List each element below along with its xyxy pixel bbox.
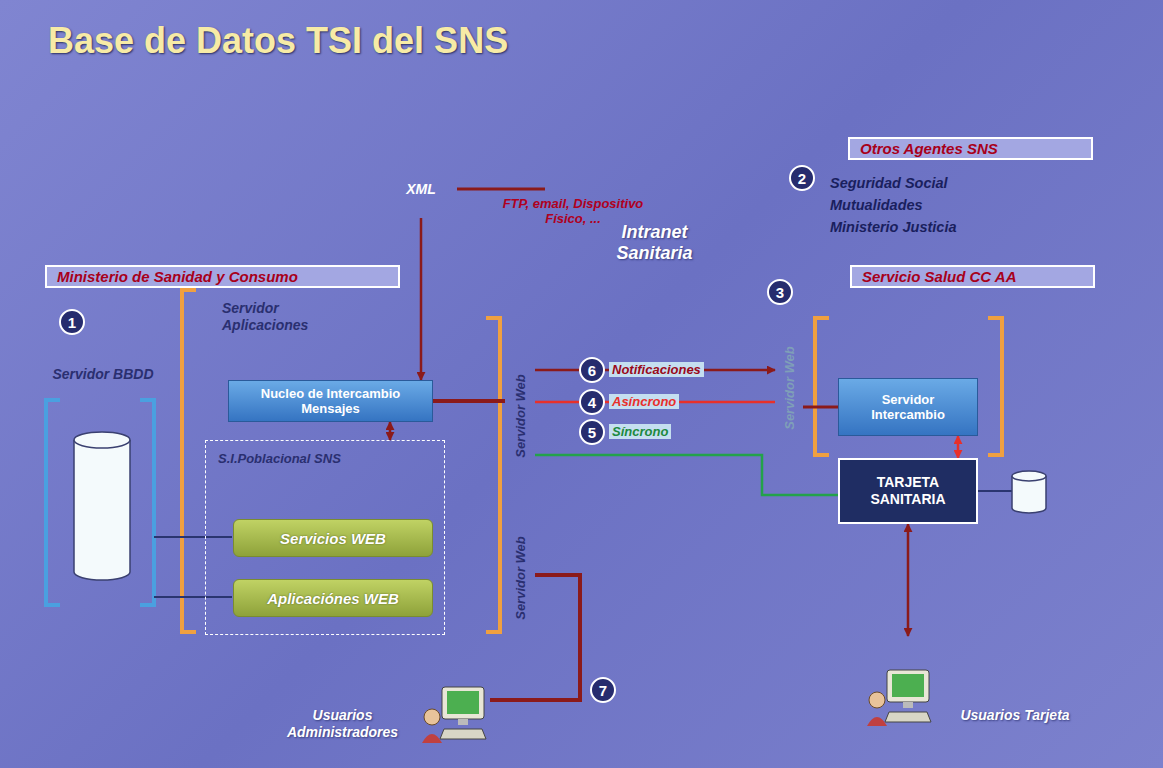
node-label: XML — [406, 181, 436, 197]
card-users: Usuarios Tarjeta — [865, 636, 1095, 728]
connector — [420, 218, 423, 380]
callout-number: 4 — [579, 389, 605, 415]
node-label: Servidor Web — [513, 374, 528, 458]
panel-heading: Ministerio de Sanidad y Consumo — [45, 265, 400, 288]
web-server-bracket: Servidor Web — [505, 318, 535, 513]
node-label: Nucleo de Intercambio Mensajes — [237, 386, 424, 416]
app-server-bracket — [182, 290, 1002, 632]
connector — [389, 422, 392, 440]
server-label: Servidor Aplicaciones — [222, 300, 362, 334]
web-server-bracket: Servidor Web — [775, 318, 803, 458]
node-label: Servidor Intercambio — [847, 392, 969, 422]
node-label: Usuarios Tarjeta — [935, 707, 1095, 728]
card-system-box: TARJETA SANITARIA — [838, 458, 978, 524]
edge-label: Asíncrono — [609, 394, 679, 409]
agent-name: Ministerio Justicia — [830, 216, 1090, 238]
edge-label: Síncrono — [609, 424, 671, 439]
node-label: Usuarios Administradores — [265, 707, 420, 745]
callout-number: 1 — [59, 309, 85, 335]
callout-number: 2 — [789, 165, 815, 191]
panel-heading: Otros Agentes SNS — [848, 137, 1093, 160]
node-label: Servidor Web — [513, 536, 528, 620]
page-title: Base de Datos TSI del SNS — [48, 20, 508, 62]
callout-number: 3 — [767, 279, 793, 305]
connector — [457, 188, 545, 191]
callout-number: 6 — [579, 357, 605, 383]
node-label: Aplicaciónes WEB — [267, 590, 399, 607]
node-label: TARJETA SANITARIA — [848, 474, 968, 508]
db-server-bracket — [46, 400, 154, 605]
node-label: S.I.Poblacional SNS — [218, 451, 432, 466]
process-box: Servidor Intercambio — [838, 378, 978, 436]
connector — [907, 524, 910, 636]
database-cylinder — [74, 432, 130, 580]
connector — [535, 455, 838, 495]
xml-document: XML — [385, 160, 457, 218]
network-cloud: Intranet Sanitaria — [552, 222, 757, 484]
connector — [803, 406, 838, 409]
edge-label: FTP, email, Dispositivo Físico, ... — [480, 196, 666, 226]
database-cylinder — [1012, 471, 1046, 513]
connector — [957, 436, 960, 458]
node-label: Servidor Web — [782, 346, 797, 430]
service-pill: Aplicaciónes WEB — [233, 579, 433, 617]
computer-user-icon — [865, 666, 935, 728]
computer-user-icon — [420, 683, 490, 745]
node-label: Servicios WEB — [280, 530, 386, 547]
connector — [490, 575, 580, 700]
system-group: Servicios WEB Aplicaciónes WEB S.I.Poblaci… — [205, 440, 445, 635]
agent-name: Mutualidades — [830, 194, 1090, 216]
edge-label: Notificaciones — [609, 362, 704, 377]
callout-number: 7 — [590, 677, 616, 703]
panel-heading: Servicio Salud CC AA — [850, 265, 1095, 288]
admin-users: Usuarios Administradores — [265, 655, 490, 745]
service-pill: Servicios WEB — [233, 519, 433, 557]
process-box: Nucleo de Intercambio Mensajes — [228, 380, 433, 422]
node-label: Intranet Sanitaria — [595, 222, 715, 264]
web-server-bracket: Servidor Web — [505, 522, 535, 634]
callout-number: 5 — [579, 419, 605, 445]
health-service-panel: Servidor WebServidor IntercambioTARJETA … — [755, 268, 1145, 650]
server-label: Servidor BBDD — [48, 366, 158, 383]
agent-name: Seguridad Social — [830, 172, 1090, 194]
connector — [433, 399, 505, 403]
